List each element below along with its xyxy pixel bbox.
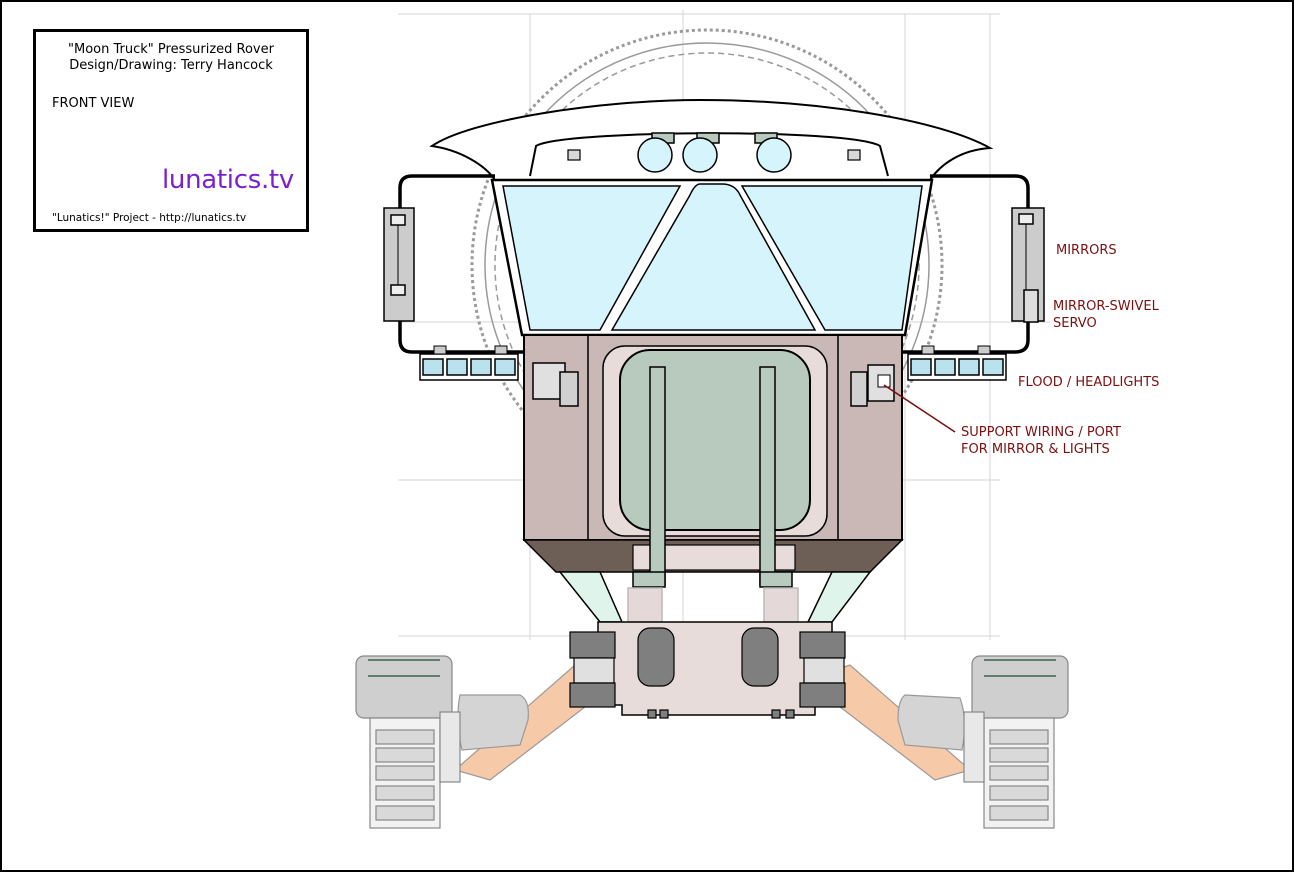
drawing-credit: Design/Drawing: Terry Hancock (69, 58, 273, 73)
logo-wordmark: lunatics.tv (162, 165, 294, 195)
chassis (597, 621, 833, 716)
right-track (963, 655, 1069, 829)
callout-mirrors: MIRRORS (1056, 243, 1117, 258)
chassis-joints (569, 631, 846, 708)
drawing-title: "Moon Truck" Pressurized Rover (68, 42, 274, 57)
support-wiring-leader-line (883, 384, 956, 433)
left-track (355, 655, 461, 829)
callout-mirror-swivel-line1: MIRROR-SWIVEL (1053, 299, 1159, 314)
callout-support-wiring-line1: SUPPORT WIRING / PORT (961, 425, 1121, 440)
callout-mirror-swivel-line2: SERVO (1053, 316, 1097, 331)
callout-flood-headlights: FLOOD / HEADLIGHTS (1018, 375, 1160, 390)
title-block: "Moon Truck" Pressurized Rover Design/Dr… (33, 29, 309, 232)
chassis-pods (637, 627, 795, 719)
roof-spotlights (637, 132, 792, 173)
hatch-rails (632, 366, 793, 588)
right-headlights (907, 345, 1007, 381)
view-label: FRONT VIEW (52, 96, 135, 111)
callout-support-wiring-line2: FOR MIRROR & LIGHTS (961, 442, 1110, 457)
left-headlights (419, 345, 519, 381)
project-footer: "Lunatics!" Project - http://lunatics.tv (52, 212, 247, 224)
windshield-panes (502, 183, 923, 331)
front-hatch (619, 349, 811, 531)
left-mirror (383, 207, 415, 322)
cab-struts (558, 571, 872, 623)
side-mounts (532, 362, 895, 407)
hub-motors (457, 694, 966, 751)
right-mirror (1011, 207, 1045, 323)
